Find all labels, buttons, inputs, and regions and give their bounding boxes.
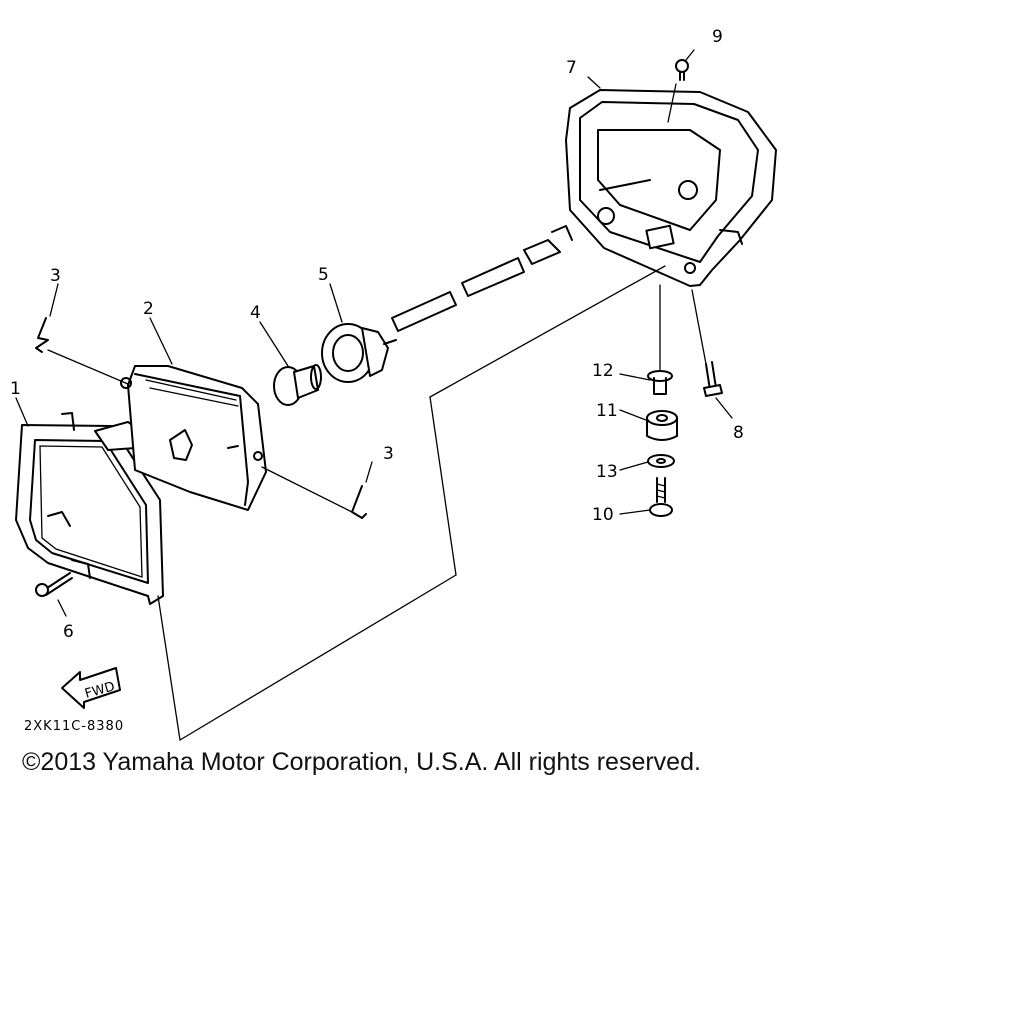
leader-lines — [15, 49, 733, 741]
callout-2: 2 — [143, 299, 154, 319]
parts-diagram: 1 2 3 3 4 5 6 7 8 9 10 11 12 13 FWD 2XK1… — [10, 27, 777, 741]
callouts: 1 2 3 3 4 5 6 7 8 9 10 11 12 13 — [10, 27, 744, 642]
callout-7: 7 — [566, 58, 577, 78]
callout-5: 5 — [318, 265, 329, 285]
socket-cord — [321, 225, 573, 383]
callout-6: 6 — [63, 622, 74, 642]
copyright-notice: ©2013 Yamaha Motor Corporation, U.S.A. A… — [22, 748, 701, 776]
headlight-unit — [120, 365, 267, 511]
callout-10: 10 — [592, 505, 614, 525]
callout-1: 1 — [10, 379, 21, 399]
washer — [647, 454, 675, 468]
spring — [35, 317, 367, 519]
callout-12: 12 — [592, 361, 614, 381]
callout-4: 4 — [250, 303, 261, 323]
screw — [675, 59, 689, 81]
bulb — [273, 364, 322, 406]
callout-3-bottom: 3 — [383, 444, 394, 464]
damper — [646, 410, 678, 441]
bolt — [649, 477, 673, 517]
callout-11: 11 — [596, 401, 618, 421]
drawing-code: 2XK11C-8380 — [24, 719, 124, 734]
screw — [703, 361, 723, 397]
collar — [647, 370, 673, 395]
callout-8: 8 — [733, 423, 744, 443]
callout-3-top: 3 — [50, 266, 61, 286]
fwd-arrow-icon: FWD — [61, 667, 121, 709]
callout-9: 9 — [712, 27, 723, 47]
screw — [35, 572, 73, 597]
headlight-body — [565, 89, 777, 287]
callout-13: 13 — [596, 462, 618, 482]
headlight-rim — [15, 412, 164, 605]
